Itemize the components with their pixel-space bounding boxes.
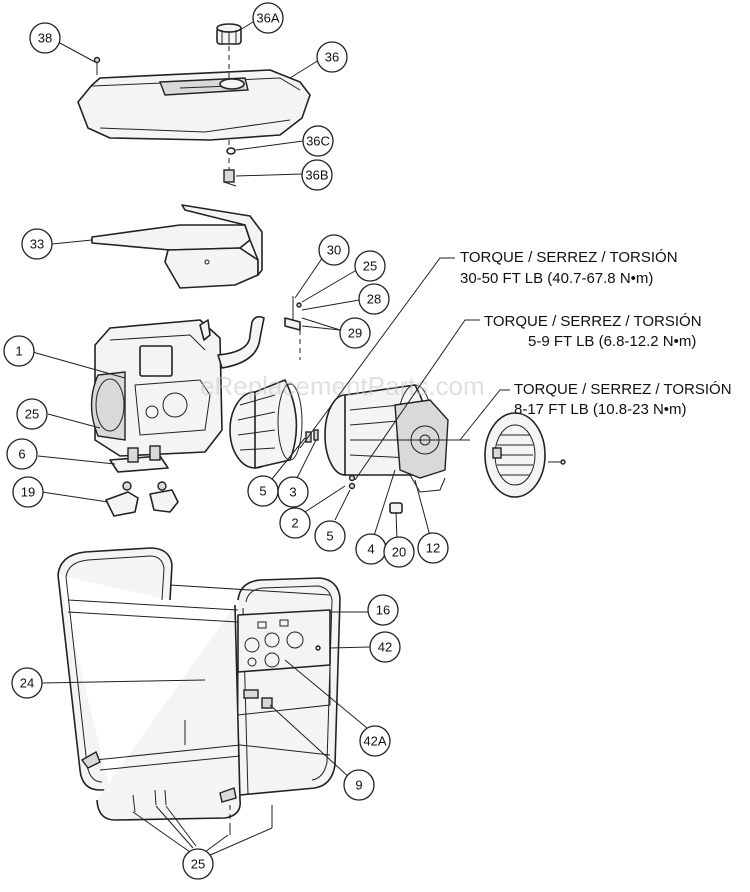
callout-3: 3 [277, 476, 309, 508]
svg-text:1: 1 [15, 344, 22, 359]
callout-29: 29 [339, 317, 371, 349]
torque-note-1: TORQUE / SERREZ / TORSIÓN 30-50 FT LB (4… [299, 249, 678, 449]
engine [90, 315, 265, 457]
callout-38: 38 [29, 22, 61, 54]
svg-text:30: 30 [327, 243, 341, 258]
svg-text:16: 16 [376, 603, 390, 618]
torque-note-2-line1: TORQUE / SERREZ / TORSIÓN [484, 313, 702, 330]
callout-5-a: 5 [247, 475, 279, 507]
svg-text:24: 24 [20, 676, 34, 691]
svg-text:28: 28 [367, 292, 381, 307]
end-cover [484, 412, 546, 498]
end-cover-screw [548, 459, 566, 465]
svg-text:36: 36 [325, 50, 339, 65]
svg-text:25: 25 [191, 857, 205, 872]
callout-36c: 36C [302, 125, 334, 157]
callout-2: 2 [279, 507, 311, 539]
svg-text:42: 42 [378, 640, 392, 655]
watermark-text: eReplacementParts.com [200, 371, 485, 401]
callout-42: 42 [369, 631, 401, 663]
svg-text:29: 29 [348, 326, 362, 341]
callout-25-top: 25 [354, 250, 386, 282]
svg-text:9: 9 [355, 778, 362, 793]
svg-text:2: 2 [291, 516, 298, 531]
fan-adapter [229, 379, 303, 469]
fuel-valve [223, 169, 237, 187]
vibration-isolator [105, 481, 179, 517]
callout-19: 19 [12, 476, 44, 508]
svg-text:42A: 42A [363, 734, 386, 749]
callout-25-left: 25 [16, 398, 48, 430]
fuel-cap [216, 23, 242, 45]
svg-text:36B: 36B [305, 168, 328, 183]
callout-5-b: 5 [314, 520, 346, 552]
callout-1: 1 [3, 335, 35, 367]
torque-note-3-line1: TORQUE / SERREZ / TORSIÓN [514, 381, 732, 398]
callout-6: 6 [6, 438, 38, 470]
svg-text:36A: 36A [256, 11, 279, 26]
torque-note-2: TORQUE / SERREZ / TORSIÓN 5-9 FT LB (6.8… [354, 313, 702, 481]
torque-note-3-line2: 8-17 FT LB (10.8-23 N•m) [514, 401, 687, 418]
svg-text:20: 20 [392, 545, 406, 560]
frame [57, 547, 341, 821]
frame-bolts [132, 789, 273, 835]
torque-note-1-line2: 30-50 FT LB (40.7-67.8 N•m) [460, 270, 653, 287]
fuel-filter [226, 147, 236, 155]
callout-36: 36 [316, 41, 348, 73]
callout-28: 28 [358, 283, 390, 315]
stator-screw [348, 474, 356, 490]
panel-box [237, 665, 331, 716]
callout-12: 12 [417, 532, 449, 564]
fuel-tank [77, 69, 311, 141]
outlet-cover [261, 697, 273, 709]
torque-note-1-line1: TORQUE / SERREZ / TORSIÓN [460, 249, 678, 266]
callout-4: 4 [355, 533, 387, 565]
svg-text:25: 25 [363, 259, 377, 274]
torque-note-2-line2: 5-9 FT LB (6.8-12.2 N•m) [528, 333, 696, 350]
heat-shield [91, 204, 263, 289]
callout-24: 24 [11, 667, 43, 699]
callout-33: 33 [21, 228, 53, 260]
brush-holder [389, 502, 403, 514]
callout-42a: 42A [359, 725, 391, 757]
callout-16: 16 [367, 594, 399, 626]
svg-text:5: 5 [326, 529, 333, 544]
callout-36a: 36A [252, 2, 284, 34]
svg-text:36C: 36C [306, 134, 330, 149]
svg-text:25: 25 [25, 407, 39, 422]
callout-36b: 36B [301, 159, 333, 191]
callout-25-bottom: 25 [182, 848, 214, 880]
control-bracket [284, 296, 302, 360]
callout-leaders [28, 21, 431, 857]
svg-text:33: 33 [30, 237, 44, 252]
svg-text:3: 3 [289, 485, 296, 500]
torque-note-3: TORQUE / SERREZ / TORSIÓN 8-17 FT LB (10… [459, 381, 732, 441]
svg-text:6: 6 [18, 447, 25, 462]
screw [93, 56, 101, 75]
svg-text:5: 5 [259, 484, 266, 499]
svg-text:12: 12 [426, 541, 440, 556]
svg-text:4: 4 [367, 542, 374, 557]
callout-30: 30 [318, 234, 350, 266]
callout-9: 9 [343, 769, 375, 801]
alternator-stator [324, 384, 449, 493]
engine-mount-bracket [109, 445, 169, 473]
callout-20: 20 [383, 536, 415, 568]
svg-text:19: 19 [21, 485, 35, 500]
svg-text:38: 38 [38, 31, 52, 46]
control-panel [237, 609, 331, 673]
